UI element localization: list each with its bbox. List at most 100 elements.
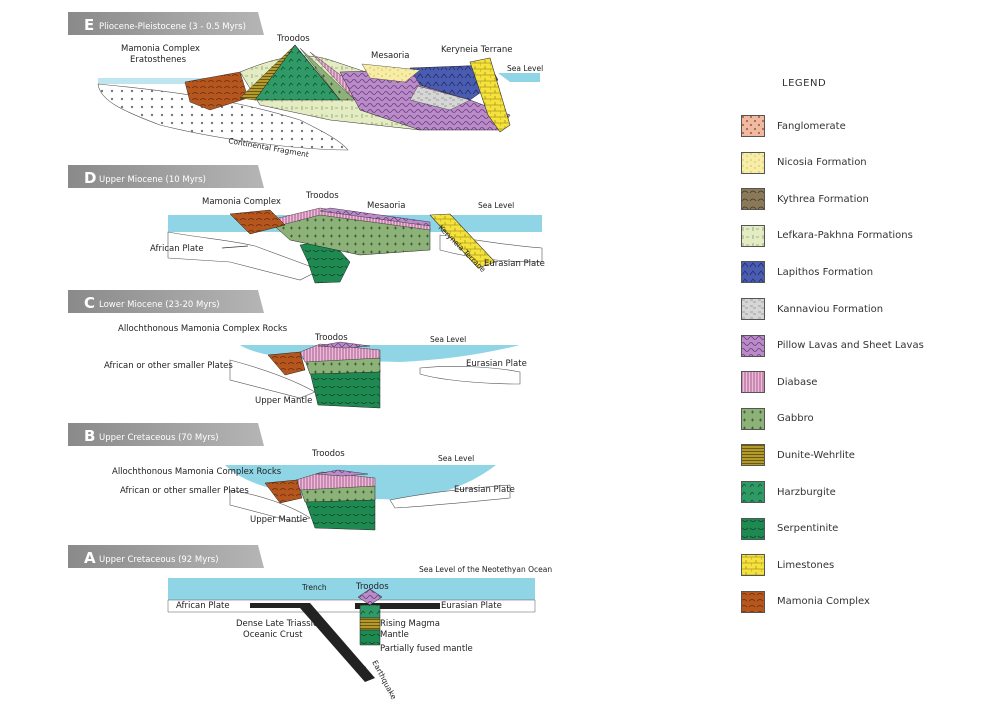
legend-item-label: Limestones xyxy=(777,559,835,571)
legend-item: Lefkara-Pakhna Formations xyxy=(741,224,913,248)
stage-c-tab: C Lower Miocene (23-20 Myrs) xyxy=(68,290,264,313)
legend-item-label: Lefkara-Pakhna Formations xyxy=(777,230,913,242)
lapithos-swatch xyxy=(741,261,765,284)
stage-a-troodos-label: Troodos xyxy=(355,582,389,592)
mamonia-swatch xyxy=(741,590,765,613)
stage-e-section: E Pliocene-Pleistocene (3 - 0.5 Myrs) Ma… xyxy=(68,12,543,159)
stage-d-sealevel-label: Sea Level xyxy=(478,201,514,210)
stage-c-mantle-label: Upper Mantle xyxy=(255,396,312,406)
legend-item: Gabbro xyxy=(741,407,814,431)
legend-item-label: Mamonia Complex xyxy=(777,596,870,608)
stage-b-sealevel-label: Sea Level xyxy=(438,454,474,463)
kythrea-swatch xyxy=(741,188,765,211)
legend-title: LEGEND xyxy=(782,78,827,89)
stage-e-eratosthenes-label: Eratosthenes xyxy=(130,55,187,65)
stage-d-title: Upper Miocene (10 Myrs) xyxy=(99,175,206,185)
stage-b-tab: B Upper Cretaceous (70 Myrs) xyxy=(68,423,264,446)
dunite-swatch xyxy=(741,444,765,467)
stage-a-mantle-label: Mantle xyxy=(380,630,409,640)
legend-item: Diabase xyxy=(741,370,817,394)
stage-d-section: D Upper Miocene (10 Myrs) Mamonia Comple… xyxy=(68,165,545,284)
stage-a-dense2-label: Oceanic Crust xyxy=(243,630,303,640)
legend-item-label: Diabase xyxy=(777,376,818,388)
legend-item: Limestones xyxy=(741,553,834,577)
legend-item-label: Pillow Lavas and Sheet Lavas xyxy=(777,340,924,352)
legend-item: Serpentinite xyxy=(741,517,838,541)
legend-item: Fanglomerate xyxy=(741,114,846,138)
stage-b-title: Upper Cretaceous (70 Myrs) xyxy=(99,433,219,443)
stage-c-eurasian-label: Eurasian Plate xyxy=(466,359,527,369)
legend-item-label: Gabbro xyxy=(777,413,814,425)
stage-a-earthquake-label: Earthquake xyxy=(370,659,398,701)
stage-b-allochthonous-label: Allochthonous Mamonia Complex Rocks xyxy=(112,467,282,477)
legend-item: Pillow Lavas and Sheet Lavas xyxy=(741,334,924,358)
stage-c-title: Lower Miocene (23-20 Myrs) xyxy=(99,300,220,310)
serpentinite-swatch xyxy=(741,517,765,540)
stage-a-magma-label: Rising Magma xyxy=(380,619,440,629)
legend-item-label: Fanglomerate xyxy=(777,120,846,132)
stage-d-eurasian-label: Eurasian Plate xyxy=(484,259,545,269)
legend-item-label: Dunite-Wehrlite xyxy=(777,449,855,461)
stage-d-mamonia-label: Mamonia Complex xyxy=(202,197,281,207)
stage-d-african-label: African Plate xyxy=(150,244,204,254)
legend-item: Harzburgite xyxy=(741,480,836,504)
legend-item: Lapithos Formation xyxy=(741,260,873,284)
stage-d-troodos-label: Troodos xyxy=(305,191,339,201)
stage-d-tab: D Upper Miocene (10 Myrs) xyxy=(68,165,264,188)
gabbro-swatch xyxy=(741,407,765,430)
stage-e-title: Pliocene-Pleistocene (3 - 0.5 Myrs) xyxy=(99,22,246,32)
legend-item-label: Kythrea Formation xyxy=(777,193,869,205)
pillow-lavas-swatch xyxy=(741,334,765,357)
stage-e-letter: E xyxy=(84,16,94,34)
stage-d-african-arrow xyxy=(221,245,249,249)
nicosia-swatch xyxy=(741,151,765,174)
harzburgite-swatch xyxy=(741,481,765,503)
legend-item: Nicosia Formation xyxy=(741,151,867,175)
stage-a-tab: A Upper Cretaceous (92 Myrs) xyxy=(68,545,264,568)
stage-a-sealevel-label: Sea Level of the Neotethyan Ocean xyxy=(419,565,552,574)
diabase-swatch xyxy=(741,371,765,394)
legend-item: Kannaviou Formation xyxy=(741,297,883,321)
stage-a-trench-label: Trench xyxy=(301,583,327,592)
stage-b-african-label: African or other smaller Plates xyxy=(120,486,249,496)
legend-item: Dunite-Wehrlite xyxy=(741,443,855,467)
legend-item-label: Kannaviou Formation xyxy=(777,303,884,315)
stage-a-letter: A xyxy=(84,549,96,567)
stage-a-dense1-label: Dense Late Triassic xyxy=(236,619,318,629)
stage-a-partial-label: Partially fused mantle xyxy=(380,644,473,654)
stage-e-kyrenia-label: Keryneia Terrane xyxy=(441,45,512,55)
stage-e-tab: E Pliocene-Pleistocene (3 - 0.5 Myrs) xyxy=(68,12,264,35)
legend-item-label: Serpentinite xyxy=(777,523,839,535)
legend-item-label: Harzburgite xyxy=(777,486,836,498)
stage-e-sealevel-label: Sea Level xyxy=(507,64,543,73)
stage-c-troodos-label: Troodos xyxy=(314,333,348,343)
stage-c-allochthonous-label: Allochthonous Mamonia Complex Rocks xyxy=(118,324,288,334)
stage-b-troodos-label: Troodos xyxy=(311,449,345,459)
stage-a-section: A Upper Cretaceous (92 Myrs) Sea Level o… xyxy=(68,545,552,701)
legend-item-label: Nicosia Formation xyxy=(777,157,867,169)
stage-a-eurasian-label: Eurasian Plate xyxy=(441,601,502,611)
stage-c-sealevel-label: Sea Level xyxy=(430,335,466,344)
stage-c-letter: C xyxy=(84,294,95,312)
legend-item: Kythrea Formation xyxy=(741,187,869,211)
stage-b-eurasian-label: Eurasian Plate xyxy=(454,485,515,495)
stage-c-section: C Lower Miocene (23-20 Myrs) Allochthono… xyxy=(68,290,527,409)
legend-item-label: Lapithos Formation xyxy=(777,266,874,278)
stage-e-mamonia-label: Mamonia Complex xyxy=(121,44,200,54)
stage-a-title: Upper Cretaceous (92 Myrs) xyxy=(99,555,219,565)
limestones-swatch xyxy=(741,554,765,577)
stage-b-section: B Upper Cretaceous (70 Myrs) Troodos Sea… xyxy=(68,423,515,531)
stage-b-mantle-label: Upper Mantle xyxy=(250,515,307,525)
legend-item: Mamonia Complex xyxy=(741,590,870,614)
stage-d-mesaoria-label: Mesaoria xyxy=(367,201,405,211)
stage-e-troodos-label: Troodos xyxy=(276,34,310,44)
stage-e-mesaoria-label: Mesaoria xyxy=(371,51,409,61)
lefkara-swatch xyxy=(741,224,765,247)
stage-a-african-label: African Plate xyxy=(176,601,230,611)
stage-d-letter: D xyxy=(84,169,96,187)
stage-c-african-label: African or other smaller Plates xyxy=(104,361,233,371)
fanglomerate-swatch xyxy=(741,115,765,137)
stage-b-letter: B xyxy=(84,427,95,445)
